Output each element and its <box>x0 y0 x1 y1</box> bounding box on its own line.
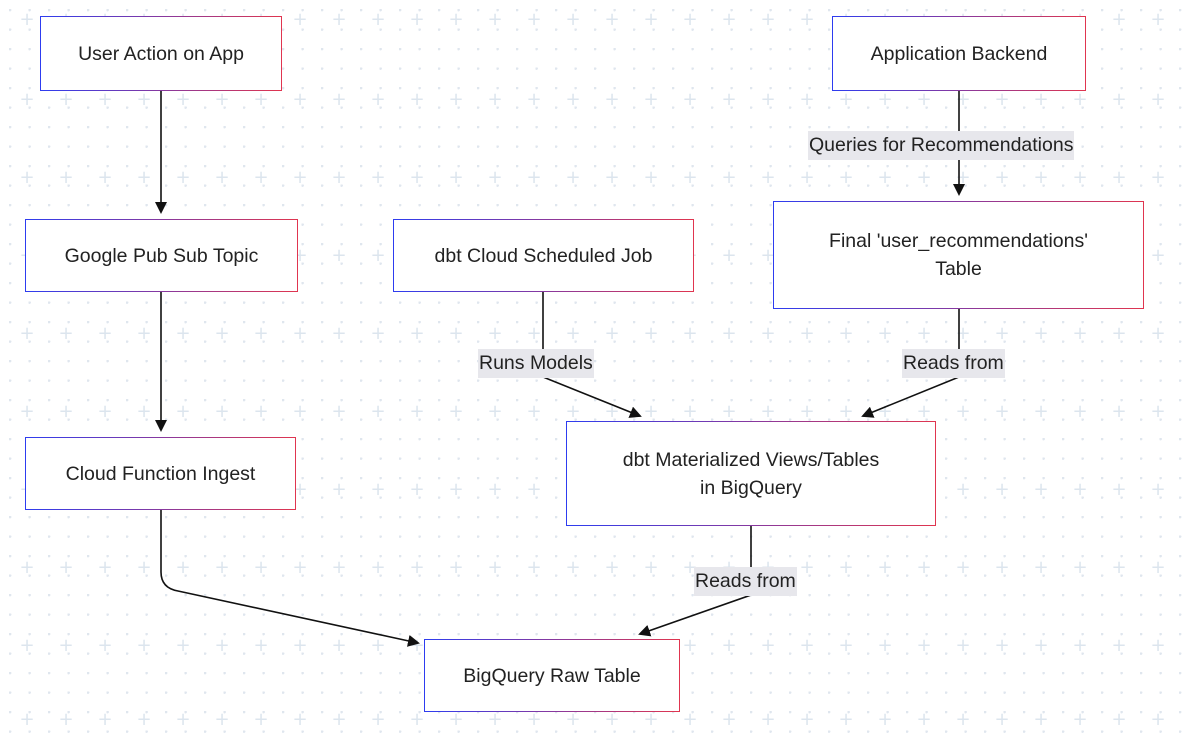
node-dbt-views-label-line2: in BigQuery <box>700 476 802 499</box>
edge-label-reads-from-final: Reads from <box>902 349 1005 378</box>
edge-label-runs-models: Runs Models <box>478 349 594 378</box>
edge-label-queries-for-recommendations: Queries for Recommendations <box>808 131 1075 160</box>
node-pubsub-label: Google Pub Sub Topic <box>64 244 259 267</box>
node-cloud-function-label: Cloud Function Ingest <box>65 462 256 485</box>
node-app-backend-label: Application Backend <box>870 42 1048 65</box>
node-user-action-label: User Action on App <box>78 42 244 65</box>
node-bigquery-raw-table[interactable]: BigQuery Raw Table <box>424 639 680 712</box>
node-final-user-recommendations-table[interactable]: Final 'user_recommendations' Table <box>773 201 1144 309</box>
node-user-action-on-app[interactable]: User Action on App <box>40 16 282 91</box>
node-raw-table-label: BigQuery Raw Table <box>463 664 641 687</box>
edge-label-reads-from-views: Reads from <box>694 567 797 596</box>
node-final-table-label-line2: Table <box>935 258 982 280</box>
edge-cloud-function-to-raw-table <box>160 510 420 647</box>
node-final-table-label-line1: Final 'user_recommendations' <box>829 230 1088 252</box>
node-application-backend[interactable]: Application Backend <box>832 16 1086 91</box>
node-dbt-materialized-views[interactable]: dbt Materialized Views/Tables in BigQuer… <box>566 421 936 526</box>
node-cloud-function-ingest[interactable]: Cloud Function Ingest <box>25 437 296 510</box>
node-google-pub-sub-topic[interactable]: Google Pub Sub Topic <box>25 219 298 292</box>
node-dbt-views-label-line1: dbt Materialized Views/Tables <box>622 448 880 471</box>
node-dbt-cloud-scheduled-job[interactable]: dbt Cloud Scheduled Job <box>393 219 694 292</box>
node-dbt-job-label: dbt Cloud Scheduled Job <box>434 244 653 267</box>
